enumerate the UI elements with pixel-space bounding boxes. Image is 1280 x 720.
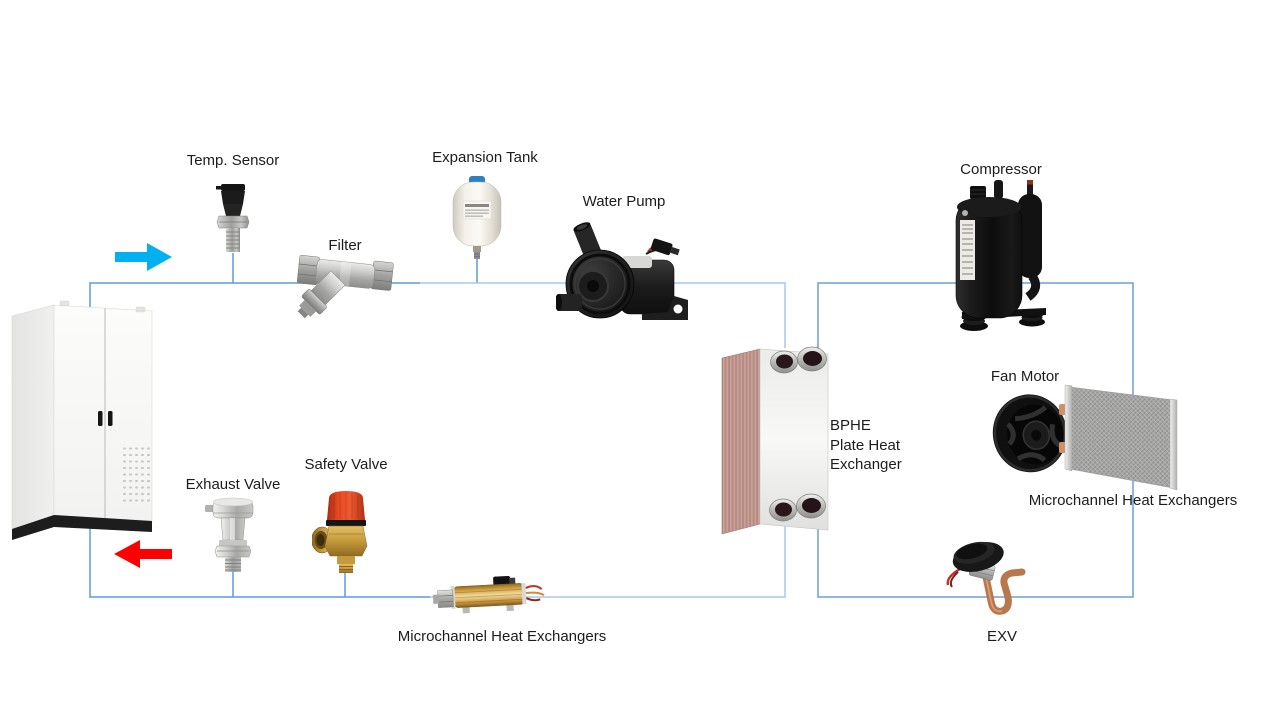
safety-valve-cap bbox=[327, 491, 365, 520]
pipe-water-supply-right bbox=[420, 282, 786, 348]
temp-sensor-label: Temp. Sensor bbox=[186, 152, 280, 169]
water-pump-label: Water Pump bbox=[582, 193, 666, 210]
microchannel-bottom-label: Microchannel Heat Exchangers bbox=[397, 628, 607, 645]
microchannel-bottom-image bbox=[430, 576, 548, 616]
cabinet-unit-image bbox=[8, 296, 156, 542]
exv-label: EXV bbox=[986, 628, 1017, 645]
exhaust-valve-label: Exhaust Valve bbox=[185, 476, 281, 493]
expansion-tank-label: Expansion Tank bbox=[432, 149, 538, 166]
microchannel-right-image bbox=[1058, 378, 1186, 496]
fan-motor-image bbox=[990, 388, 1088, 480]
water-pump-image bbox=[556, 220, 690, 324]
compressor-label: Compressor bbox=[960, 161, 1042, 178]
safety-valve-label: Safety Valve bbox=[304, 456, 388, 473]
filter-image bbox=[296, 250, 396, 335]
temp-sensor-image bbox=[209, 182, 257, 258]
flow-out-arrow bbox=[114, 540, 172, 568]
cabinet-vents bbox=[120, 446, 150, 506]
expansion-tank-image bbox=[446, 174, 510, 260]
water-pipes-light bbox=[420, 282, 786, 598]
exhaust-valve-image bbox=[204, 494, 262, 576]
fan-motor-label: Fan Motor bbox=[990, 368, 1060, 385]
bphe-ports bbox=[769, 346, 827, 522]
pipe-water-return-right bbox=[430, 518, 786, 598]
bphe-label: BPHE Plate Heat Exchanger bbox=[830, 417, 902, 473]
cabinet-handle-right bbox=[108, 411, 113, 426]
cabinet-handle-left bbox=[98, 411, 103, 426]
compressor-image bbox=[948, 180, 1056, 338]
pipe-water-return-left bbox=[89, 524, 430, 598]
bphe-image bbox=[716, 341, 834, 535]
filter-label: Filter bbox=[328, 237, 362, 254]
microchannel-right-label: Microchannel Heat Exchangers bbox=[1028, 492, 1238, 509]
flow-in-arrow bbox=[115, 243, 172, 271]
exv-image bbox=[946, 541, 1040, 623]
cabinet-base bbox=[12, 515, 152, 540]
safety-valve-image bbox=[312, 486, 380, 574]
